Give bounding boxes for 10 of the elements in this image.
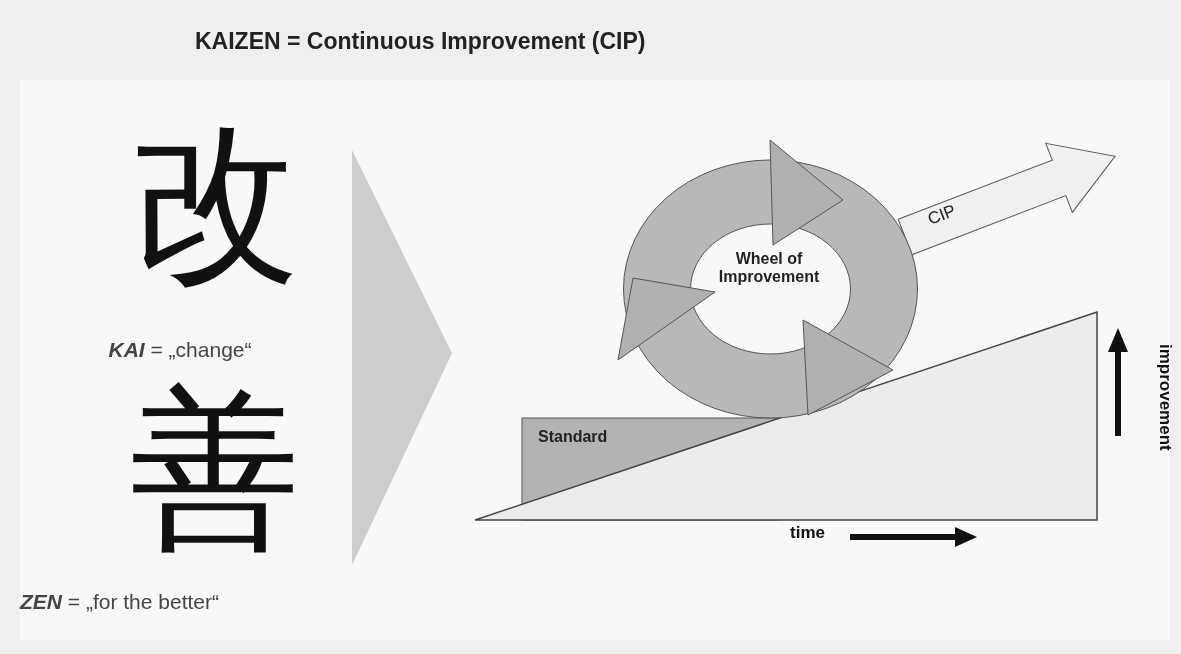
axis-label: time	[790, 524, 826, 543]
standard-label: Standard	[538, 428, 609, 446]
wheel-label: Wheel of Improvement	[717, 250, 821, 286]
kanji-character: 善	[130, 378, 300, 565]
axis-label: improvement	[1155, 342, 1175, 453]
translation-text: KAI = „change“	[107, 338, 253, 362]
translation-text: ZEN = „for the better“	[20, 590, 220, 614]
title: KAIZEN = Continuous Improvement (CIP)	[195, 28, 646, 55]
kanji-character: 改	[130, 112, 300, 299]
arrow-label: CIP	[925, 199, 960, 230]
